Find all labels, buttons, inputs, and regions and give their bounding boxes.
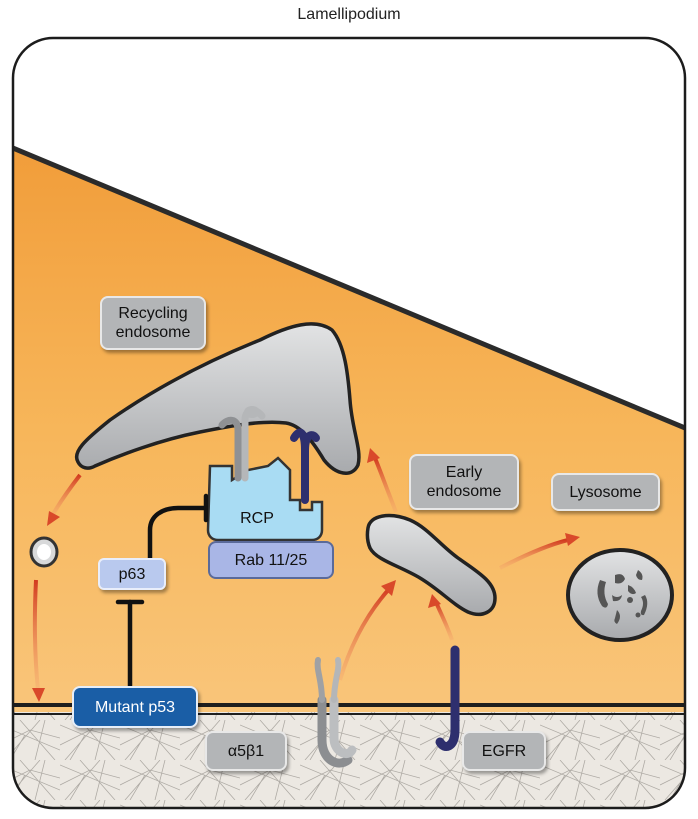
integrin-label: α5β1 — [205, 731, 287, 771]
rab-label: Rab 11/25 — [208, 541, 334, 579]
recycling-endosome-label: Recycling endosome — [100, 296, 206, 350]
lysosome-shape — [568, 550, 672, 640]
p63-label: p63 — [98, 558, 166, 590]
rcp-label: RCP — [222, 505, 292, 531]
early-endosome-label: Early endosome — [409, 454, 519, 510]
lysosome-label: Lysosome — [551, 473, 660, 511]
mutant-p53-label: Mutant p53 — [72, 686, 198, 728]
egfr-label: EGFR — [462, 731, 546, 771]
